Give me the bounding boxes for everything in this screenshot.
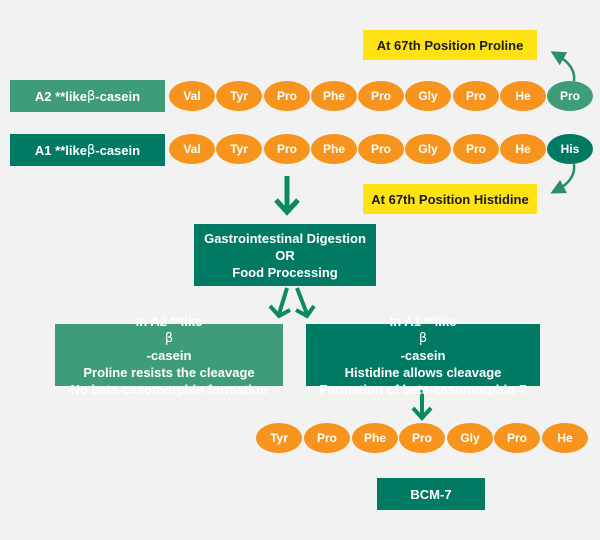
bcm7-label: BCM-7 [377,478,485,510]
a1-result-line-2: Histidine allows cleavage [344,364,502,380]
digestion-line-3: Food Processing [232,264,338,280]
bcm-bead: He [542,423,588,453]
a2-result-suffix: -casein [146,347,192,363]
a2-label-suffix: -casein [95,88,141,104]
bcm-bead: Pro [304,423,350,453]
a2-result-greek: β [164,330,174,346]
bcm-bead: Tyr [256,423,302,453]
a1-bead: Gly [405,134,451,164]
a1-bead: Pro [358,134,404,164]
curved-arrow-icon [550,163,576,194]
a1-result-prefix: In A1 **like [389,313,457,329]
a2-bead: Phe [311,81,357,111]
a1-bead: He [500,134,546,164]
bcm-bead: Gly [447,423,493,453]
a1-result-greek: β [418,330,428,346]
a2-result-prefix: In A2 **like [135,313,203,329]
a2-bead: He [500,81,546,111]
a2-casein-label: A2 **like β -casein [10,80,165,112]
digestion-line-2: OR [275,247,295,263]
callout-a2: At 67th Position Proline [363,30,537,60]
a1-result-line-3: Formation of beta-casomorphin-7 [319,381,527,397]
bcm-bead: Pro [399,423,445,453]
arrow-down-icon [274,176,300,216]
a2-bead: Pro [264,81,310,111]
arrow-down-icon [295,287,316,319]
a2-bead: Pro [453,81,499,111]
a1-label-prefix: A1 **like [34,142,87,158]
arrow-down-icon [411,390,433,421]
a2-label-greek: β [86,88,96,104]
a2-result-line-1: In A2 **like β-casein [70,313,267,364]
digestion-line-1: Gastrointestinal Digestion [204,230,366,246]
a2-result-line-3: No beta-casomorphin formation [70,381,268,397]
a1-bead: Pro [453,134,499,164]
a1-label-greek: β [86,142,96,158]
curved-arrow-icon [550,51,576,82]
a2-bead: Gly [405,81,451,111]
a1-bead: Val [169,134,215,164]
callout-a1: At 67th Position Histidine [363,184,537,214]
digestion-box: Gastrointestinal Digestion OR Food Proce… [194,224,376,286]
a1-bead-position-67: His [547,134,593,164]
a1-result-suffix: -casein [400,347,446,363]
arrow-down-icon [268,287,291,319]
a2-bead: Tyr [216,81,262,111]
a2-bead: Val [169,81,215,111]
a2-bead: Pro [358,81,404,111]
bcm-bead: Pro [494,423,540,453]
a1-bead: Tyr [216,134,262,164]
a1-result-line-1: In A1 **like β-casein [319,313,526,364]
bcm-bead: Phe [352,423,398,453]
a2-result-line-2: Proline resists the cleavage [83,364,255,380]
a1-bead: Phe [311,134,357,164]
a1-bead: Pro [264,134,310,164]
a1-casein-label: A1 **like β -casein [10,134,165,166]
a1-result-box: In A1 **like β-casein Histidine allows c… [306,314,540,397]
a2-bead-position-67: Pro [547,81,593,111]
a1-label-suffix: -casein [95,142,141,158]
a2-result-box: In A2 **like β-casein Proline resists th… [55,314,283,397]
a2-label-prefix: A2 **like [34,88,87,104]
